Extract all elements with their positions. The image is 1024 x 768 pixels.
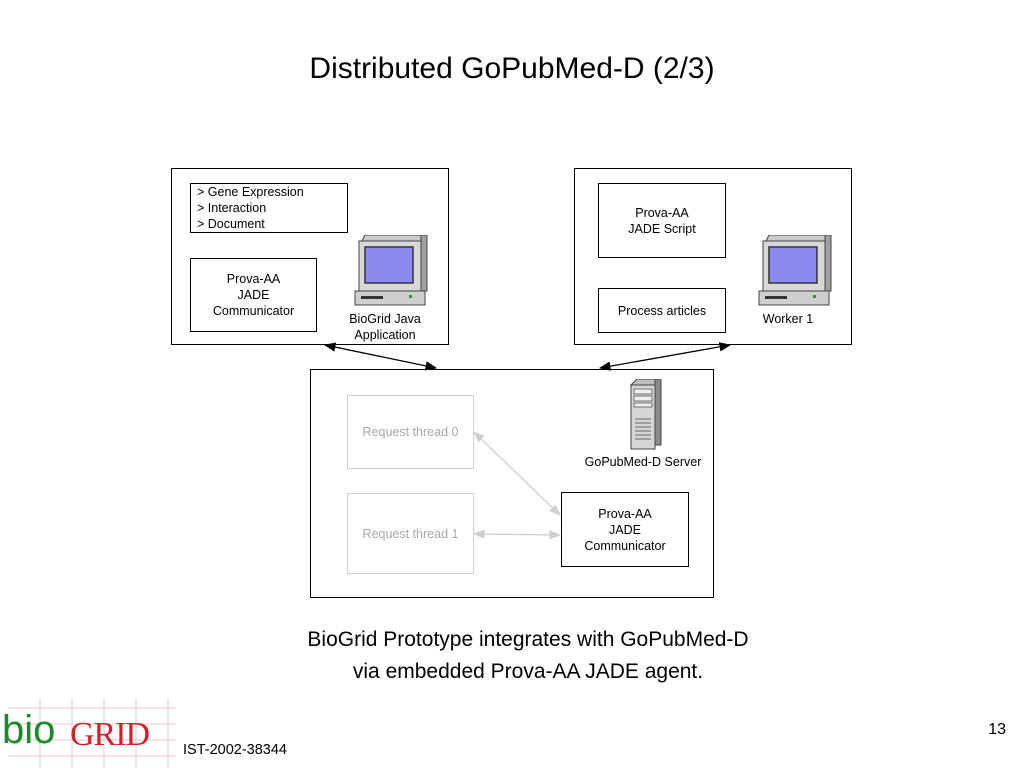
worker-computer-icon xyxy=(757,234,833,312)
process-articles-label: Process articles xyxy=(617,303,707,318)
client-box xyxy=(171,168,449,345)
logo-grid-text: GRID xyxy=(70,716,150,753)
summary-line-2: via embedded Prova-AA JADE agent. xyxy=(352,660,704,683)
request-thread-1-box: Request thread 1 xyxy=(347,493,474,574)
server-box xyxy=(310,369,714,598)
worker-script-line-1: Prova-AA xyxy=(635,205,689,220)
server-communicator-line-1: Prova-AA xyxy=(598,506,652,521)
server-label: GoPubMed-D Server xyxy=(584,455,702,469)
menu-item-document: > Document xyxy=(197,217,265,231)
request-thread-1-label: Request thread 1 xyxy=(362,526,459,541)
slide-title: Distributed GoPubMed-D (2/3) xyxy=(309,52,715,85)
thread0-communicator-arrow xyxy=(473,431,561,516)
client-communicator-line-2: JADE xyxy=(237,288,270,302)
client-computer-icon xyxy=(353,234,429,312)
client-computer-label-line-2: Application xyxy=(354,328,416,342)
menu-list: > Gene Expression > Interaction > Docume… xyxy=(190,183,348,233)
client-communicator-line-1: Prova-AA xyxy=(226,272,281,286)
client-computer-label: BioGrid Java Application xyxy=(330,311,440,343)
summary-line-1: BioGrid Prototype integrates with GoPubM… xyxy=(307,628,749,651)
worker-server-arrow xyxy=(598,342,732,371)
worker-script-box: Prova-AA JADE Script xyxy=(598,183,726,258)
server-communicator-box: Prova-AA JADE Communicator xyxy=(561,492,689,567)
client-communicator-box: Prova-AA JADE Communicator xyxy=(190,258,317,332)
summary-text: BioGrid Prototype integrates with GoPubM… xyxy=(0,624,1024,688)
menu-item-interaction: > Interaction xyxy=(197,201,267,215)
request-thread-0-box: Request thread 0 xyxy=(347,395,474,469)
request-thread-0-label: Request thread 0 xyxy=(362,425,459,439)
worker-script-line-2: JADE Script xyxy=(628,221,696,236)
client-communicator-line-3: Communicator xyxy=(212,304,295,318)
server-communicator-line-3: Communicator xyxy=(584,538,666,553)
logo-bio-text: bio xyxy=(2,708,56,752)
process-articles-box: Process articles xyxy=(598,288,726,333)
worker-computer-label: Worker 1 xyxy=(762,312,814,326)
page-number: 13 xyxy=(988,721,1006,738)
thread1-communicator-arrow xyxy=(472,529,562,540)
server-tower-icon xyxy=(627,378,663,456)
menu-item-gene-expression: > Gene Expression xyxy=(197,185,304,199)
client-computer-label-line-1: BioGrid Java xyxy=(349,312,421,326)
server-communicator-line-2: JADE xyxy=(609,522,641,537)
logo-grid-lines xyxy=(8,698,176,768)
biogrid-logo: bio GRID xyxy=(0,694,180,768)
client-server-arrow xyxy=(323,342,438,371)
grant-number: IST-2002-38344 xyxy=(183,742,287,758)
